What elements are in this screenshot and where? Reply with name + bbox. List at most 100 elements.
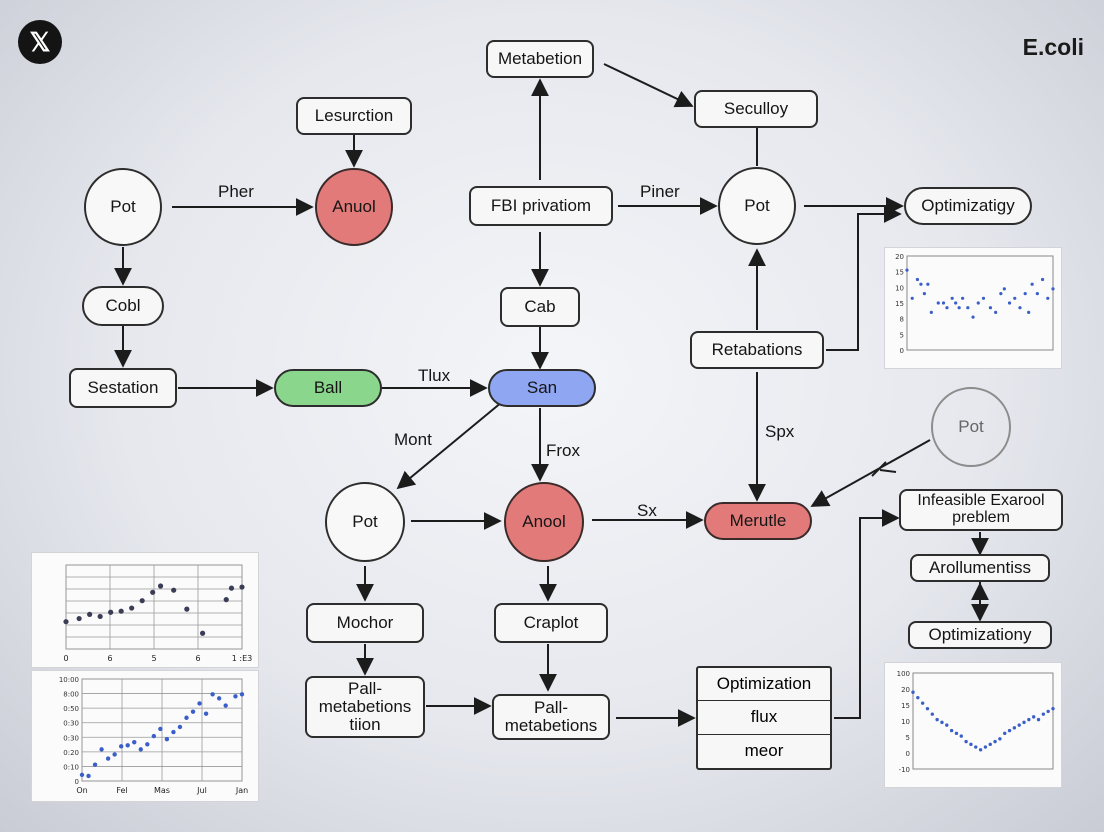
- chart-0-point-20: [999, 292, 1003, 296]
- chart-3-point-29: [1051, 706, 1055, 711]
- chart-2-y-tick: 0:50: [63, 705, 79, 713]
- chart-1-point-15: [239, 584, 245, 590]
- chart-1-point-14: [228, 585, 235, 591]
- node-anool[interactable]: Anool: [504, 482, 584, 562]
- chart-3-point-1: [916, 695, 920, 700]
- chart-0-point-26: [1027, 310, 1031, 314]
- node-optimizatigy[interactable]: Optimizatigy: [904, 187, 1032, 225]
- stack-cell-meor: meor: [744, 741, 784, 761]
- node-ball[interactable]: Ball: [274, 369, 382, 407]
- chart-3-point-6: [940, 720, 944, 725]
- chart-3-point-24: [1027, 717, 1031, 722]
- chart-2-point-7: [125, 743, 130, 748]
- node-merutle[interactable]: Merutle: [704, 502, 812, 540]
- node-lesurction[interactable]: Lesurction: [296, 97, 412, 135]
- node-pot-3[interactable]: Pot: [325, 482, 405, 562]
- chart-1-point-8: [150, 589, 156, 595]
- chart-1-point-10: [171, 587, 177, 593]
- node-anuol[interactable]: Anuol: [315, 168, 393, 246]
- chart-0-point-29: [1040, 277, 1045, 282]
- chart-1-point-3: [97, 613, 103, 620]
- node-retabations[interactable]: Retabations: [690, 331, 824, 369]
- node-seculloy[interactable]: Seculloy: [694, 90, 818, 128]
- chart-2-point-2: [92, 762, 98, 767]
- node-sestation[interactable]: Sestation: [69, 368, 177, 408]
- chart-1-point-0: [63, 619, 69, 625]
- chart-2-point-16: [184, 715, 189, 720]
- chart-2-point-19: [203, 711, 209, 716]
- chart-2-point-8: [132, 740, 137, 745]
- node-metabetion[interactable]: Metabetion: [486, 40, 594, 78]
- node-arollumentiss[interactable]: Arollumentiss: [910, 554, 1050, 582]
- node-cobl[interactable]: Cobl: [82, 286, 164, 326]
- chart-0-point-31: [1051, 287, 1055, 291]
- chart-3-point-2: [920, 701, 925, 705]
- node-pall-metabetions-tiion[interactable]: Pall-metabetions tiion: [305, 676, 425, 738]
- chart-3-point-17: [993, 739, 997, 744]
- chart-3-point-27: [1041, 712, 1046, 716]
- chart-2-point-20: [210, 692, 215, 697]
- edge-label-pher: Pher: [218, 182, 254, 201]
- chart-2-point-14: [171, 729, 176, 735]
- chart-0-point-19: [994, 310, 998, 314]
- chart-0-point-24: [1018, 306, 1022, 310]
- chart-2-y-tick: 0:20: [63, 749, 79, 757]
- edge-potfaint-merutle: [810, 439, 931, 507]
- chart-0-point-1: [910, 296, 914, 300]
- chart-1-x-tick: 6: [195, 654, 200, 663]
- chart-3-point-12: [969, 742, 973, 747]
- node-mochor[interactable]: Mochor: [306, 603, 424, 643]
- chart-2-x-tick: Fel: [116, 786, 127, 795]
- chart-2-point-22: [223, 703, 228, 708]
- chart-2-point-15: [177, 724, 183, 730]
- edge-san-pot3: [396, 401, 503, 490]
- chart-1-point-4: [108, 609, 114, 615]
- optimization-stack[interactable]: Optimization flux meor: [696, 666, 832, 770]
- node-craplot[interactable]: Craplot: [494, 603, 608, 643]
- chart-3-point-28: [1046, 709, 1050, 714]
- node-pot-1[interactable]: Pot: [84, 168, 162, 246]
- edge-label-mont: Mont: [394, 430, 432, 449]
- chart-2-x-tick: Mas: [154, 786, 170, 795]
- chart-2-point-9: [138, 747, 143, 752]
- chart-0-point-28: [1035, 292, 1039, 296]
- chart-0-point-6: [929, 310, 933, 314]
- x-logo[interactable]: 𝕏: [18, 20, 62, 64]
- chart-1-point-12: [199, 630, 206, 636]
- node-optimizationy[interactable]: Optimizationy: [908, 621, 1052, 649]
- node-pall-metabetions[interactable]: Pall-metabetions: [492, 694, 610, 740]
- edge-metabetion-seculloy: [603, 63, 694, 108]
- node-infeasible-problem[interactable]: Infeasible Exarool preblem: [899, 489, 1063, 531]
- chart-2-point-5: [112, 752, 117, 757]
- node-fbi-privatiom[interactable]: FBI privatiom: [469, 186, 613, 226]
- chart-3-point-13: [974, 745, 978, 749]
- chart-2-point-4: [105, 756, 111, 761]
- node-san[interactable]: San: [488, 369, 596, 407]
- chart-0-point-16: [976, 301, 980, 305]
- node-pot-2[interactable]: Pot: [718, 167, 796, 245]
- chart-0-point-10: [950, 296, 954, 300]
- node-cab[interactable]: Cab: [500, 287, 580, 327]
- chart-0-point-27: [1030, 282, 1034, 286]
- chart-2-y-tick: 0: [75, 778, 79, 786]
- chart-1-x-tick: 0: [63, 654, 68, 663]
- chart-0-point-17: [981, 296, 986, 300]
- chart-2-point-3: [99, 747, 104, 752]
- chart-3-y-tick: 0: [906, 750, 910, 758]
- chart-3-point-8: [949, 728, 954, 733]
- chart-2-y-tick: 10:00: [59, 676, 79, 684]
- chart-0-point-0: [905, 268, 909, 272]
- chart-1-point-11: [184, 606, 190, 612]
- chart-2-point-1: [86, 773, 91, 779]
- node-pot-faint[interactable]: Pot: [931, 387, 1011, 467]
- stack-cell-optimization: Optimization: [698, 668, 830, 702]
- chart-2-point-17: [190, 709, 196, 714]
- edge-retabations-optimizatigy-1: [826, 205, 902, 351]
- chart-3-point-10: [959, 734, 963, 738]
- chart-0-point-14: [966, 306, 970, 310]
- chart-0-y-tick: 0: [900, 347, 904, 355]
- chart-3-point-14: [978, 748, 983, 752]
